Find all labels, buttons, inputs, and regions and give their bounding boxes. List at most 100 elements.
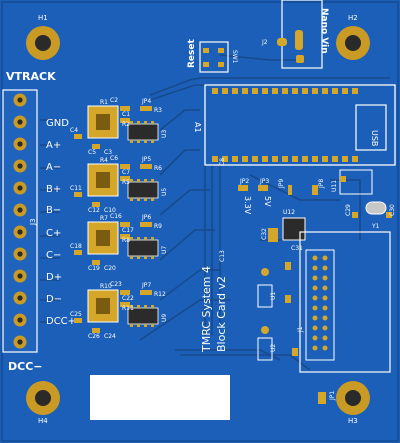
- mounting-hole-ref: H1: [38, 14, 48, 22]
- nano-pin: [262, 156, 268, 162]
- nano-pin: [212, 88, 218, 94]
- j3-ref: J3: [29, 218, 37, 226]
- j1-pin: [312, 275, 318, 281]
- ref-label: C1: [122, 111, 130, 118]
- nano-pin: [312, 156, 318, 162]
- nano-pin: [222, 156, 228, 162]
- ref-label: C25: [70, 311, 82, 318]
- ref-label: C17: [122, 227, 134, 234]
- ref-label: C18: [70, 243, 82, 250]
- vtrack-label: VTRACK: [6, 70, 56, 83]
- nano-pin: [272, 88, 278, 94]
- j1-pin: [322, 335, 328, 341]
- ref-label: R12: [154, 291, 166, 298]
- ref-label: R9: [154, 223, 162, 230]
- j3-pin-label: A+: [46, 140, 61, 151]
- comparator-ic: [127, 121, 159, 143]
- j1-pin: [322, 255, 328, 261]
- nano-pin: [282, 156, 288, 162]
- mounting-hole-ref: H4: [38, 417, 48, 425]
- j1-pin: [312, 325, 318, 331]
- reset-label: Reset: [187, 39, 197, 68]
- nano-vin-label: Nano Vin: [319, 8, 329, 54]
- ref-label: C11: [70, 185, 82, 192]
- connector-j3: [2, 89, 38, 353]
- j2-ref: J2: [261, 39, 268, 46]
- ref-label: C2: [110, 97, 118, 104]
- j3-pin-label: D−: [46, 294, 62, 305]
- ref-label: JP6: [141, 214, 151, 221]
- j1-pin: [312, 295, 318, 301]
- c30-ref: C30: [389, 204, 396, 216]
- nano-pin: [272, 156, 278, 162]
- j1-pin: [312, 315, 318, 321]
- ref-label: C6: [110, 155, 118, 162]
- u11-ref: U11: [331, 180, 338, 192]
- u2-ref: U2: [270, 344, 277, 352]
- j1-pin: [312, 345, 318, 351]
- ref-label: C4: [70, 127, 78, 134]
- ref-label: C23: [110, 281, 122, 288]
- nano-pin: [292, 88, 298, 94]
- ref-label: R7: [100, 215, 108, 222]
- ref-label: U3: [161, 130, 168, 138]
- sw1-ref: SW1: [231, 50, 238, 64]
- nano-pin: [332, 88, 338, 94]
- j3-pin-label: GND: [46, 118, 69, 129]
- j1-pin: [322, 325, 328, 331]
- u1-ref: U1: [270, 292, 277, 300]
- jp2-ref: JP2: [239, 178, 249, 185]
- nano-vin-connector-j2: [277, 0, 323, 69]
- c31-ref: C31: [291, 245, 303, 252]
- comparator-ic: [127, 237, 159, 259]
- ref-label: R11: [122, 305, 134, 312]
- j3-pin-label: DCC+: [46, 316, 76, 327]
- nano-pin: [312, 88, 318, 94]
- j1-pin: [312, 285, 318, 291]
- c13-ref: C13: [219, 250, 226, 262]
- board-title-line2: Block Card v2: [215, 276, 228, 352]
- ref-label: R1: [100, 99, 108, 106]
- dcc-minus-label: DCC−: [8, 360, 43, 373]
- a1-ref: A1: [193, 122, 202, 133]
- c8-ref: C8: [219, 158, 226, 166]
- ref-label: JP7: [141, 282, 151, 289]
- nano-pin: [322, 88, 328, 94]
- nano-pin: [292, 156, 298, 162]
- ref-label: C20: [104, 265, 116, 272]
- j1-pin: [312, 335, 318, 341]
- comparator-ic: [127, 179, 159, 201]
- j1-pin: [322, 305, 328, 311]
- nano-pin: [332, 156, 338, 162]
- j3-pin-label: C−: [46, 250, 61, 261]
- nano-pin: [302, 88, 308, 94]
- ref-label: R8: [122, 237, 130, 244]
- j1-pin: [312, 255, 318, 261]
- jp8-ref: JP8: [318, 179, 325, 189]
- right-section-parts: [238, 169, 392, 404]
- ref-label: C26: [88, 333, 100, 340]
- ref-label: R2: [122, 121, 130, 128]
- board-title-line1: TMRC System 4: [200, 266, 213, 353]
- jp2-note: 3.3V: [243, 196, 252, 215]
- ref-label: U5: [161, 188, 168, 196]
- ref-label: C22: [122, 295, 134, 302]
- nano-pin: [322, 156, 328, 162]
- j1-ref: J1: [297, 326, 304, 333]
- ref-label: C5: [88, 149, 96, 156]
- ref-label: C12: [88, 207, 100, 214]
- nano-pin: [342, 88, 348, 94]
- nano-pin: [282, 88, 288, 94]
- ref-label: C24: [104, 333, 116, 340]
- jp3-note: 5V: [263, 196, 272, 207]
- nano-pin: [302, 156, 308, 162]
- nano-pin: [252, 88, 258, 94]
- ref-label: R6: [154, 165, 162, 172]
- j1-pin: [322, 285, 328, 291]
